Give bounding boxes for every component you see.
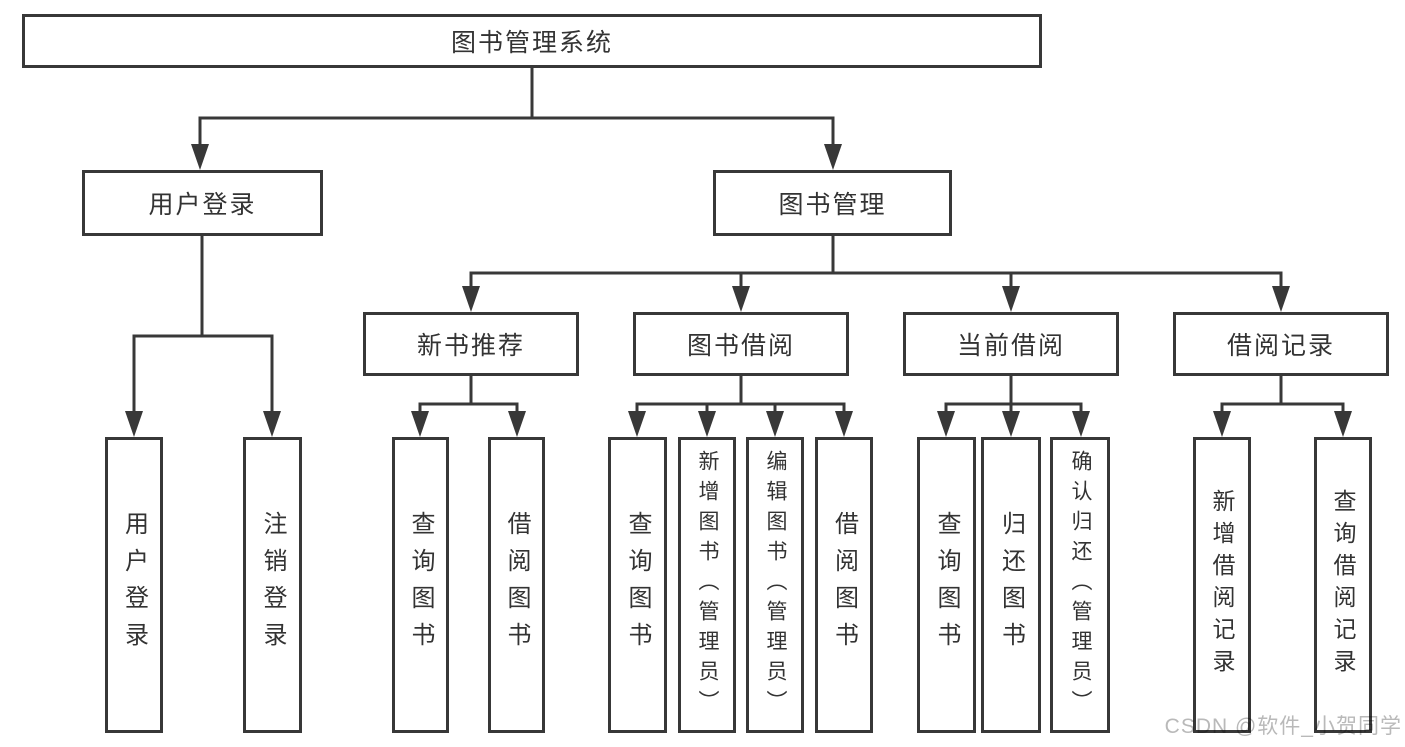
leaf-return-books: 归还图书 — [981, 437, 1041, 733]
leaf-confirm-return-admin: 确认归还（管理员） — [1050, 437, 1110, 733]
leaf-borrow-books-recommend-label: 借阅图书 — [503, 511, 530, 659]
leaf-query-borrow-record-label: 查询借阅记录 — [1330, 489, 1356, 681]
node-current-borrowing-label: 当前借阅 — [956, 332, 1065, 360]
node-borrowing-records: 借阅记录 — [1173, 312, 1389, 376]
leaf-borrow-books-borrowing-label: 借阅图书 — [830, 511, 858, 659]
node-user-login-label: 用户登录 — [148, 191, 257, 219]
leaf-query-books-borrowing: 查询图书 — [608, 437, 667, 733]
node-new-book-recommendation: 新书推荐 — [363, 312, 579, 376]
leaf-query-books-recommend-label: 查询图书 — [407, 511, 434, 659]
connector-root-to-level2 — [191, 66, 842, 170]
leaf-add-books-admin: 新增图书（管理员） — [678, 437, 736, 733]
leaf-user-login-label: 用户登录 — [120, 511, 148, 659]
leaf-return-books-label: 归还图书 — [997, 511, 1025, 659]
leaf-confirm-return-admin-label: 确认归还（管理员） — [1069, 450, 1092, 720]
node-book-borrowing: 图书借阅 — [633, 312, 849, 376]
connector-bookmgmt-to-level3 — [462, 234, 1290, 312]
connector-newbooks-to-leaves — [411, 374, 526, 437]
leaf-borrow-books-borrowing: 借阅图书 — [815, 437, 873, 733]
node-borrowing-records-label: 借阅记录 — [1226, 332, 1335, 360]
node-book-management-label: 图书管理 — [778, 191, 887, 219]
watermark: CSDN @软件_小贺同学 — [1164, 715, 1402, 738]
node-book-management: 图书管理 — [713, 170, 952, 236]
leaf-query-books-borrowing-label: 查询图书 — [624, 511, 651, 659]
node-book-borrowing-label: 图书借阅 — [686, 332, 795, 360]
node-root: 图书管理系统 — [22, 14, 1042, 68]
node-new-book-recommendation-label: 新书推荐 — [416, 332, 525, 360]
leaf-user-login: 用户登录 — [105, 437, 163, 733]
connector-bookborrow-to-leaves — [628, 374, 853, 437]
leaf-query-books-recommend: 查询图书 — [392, 437, 449, 733]
leaf-borrow-books-recommend: 借阅图书 — [488, 437, 545, 733]
connector-userlogin-to-leaves — [125, 234, 281, 437]
node-user-login: 用户登录 — [82, 170, 323, 236]
leaf-query-books-current: 查询图书 — [917, 437, 976, 733]
node-root-label: 图书管理系统 — [450, 29, 613, 57]
leaf-logout: 注销登录 — [243, 437, 302, 733]
leaf-logout-label: 注销登录 — [259, 511, 286, 659]
connector-currentborrow-to-leaves — [937, 374, 1090, 437]
node-current-borrowing: 当前借阅 — [903, 312, 1119, 376]
leaf-query-books-current-label: 查询图书 — [933, 511, 960, 659]
leaf-query-borrow-record: 查询借阅记录 — [1314, 437, 1372, 733]
leaf-add-borrow-record: 新增借阅记录 — [1193, 437, 1251, 733]
connector-borrowrecords-to-leaves — [1213, 374, 1352, 437]
leaf-add-books-admin-label: 新增图书（管理员） — [696, 450, 719, 720]
leaf-add-borrow-record-label: 新增借阅记录 — [1209, 489, 1235, 681]
leaf-edit-books-admin: 编辑图书（管理员） — [746, 437, 804, 733]
leaf-edit-books-admin-label: 编辑图书（管理员） — [764, 450, 787, 720]
